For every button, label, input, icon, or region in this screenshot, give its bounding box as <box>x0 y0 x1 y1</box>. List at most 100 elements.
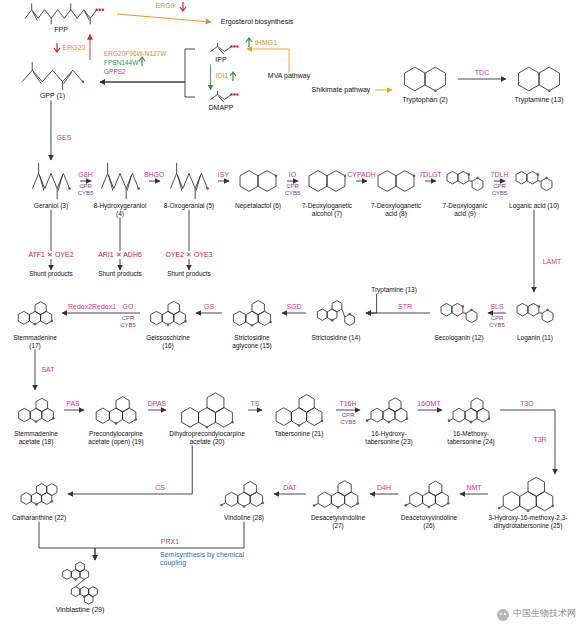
structure-drawing <box>214 474 274 514</box>
ring <box>76 562 85 572</box>
drawn-line <box>57 189 58 200</box>
reaction-arrow <box>50 100 51 160</box>
atom-dot <box>434 90 437 93</box>
reaction-arrow <box>287 181 298 182</box>
reaction-arrow <box>64 410 84 411</box>
annotation-label: CYB5 <box>489 322 505 329</box>
ring <box>528 477 545 496</box>
atom-dot <box>230 45 233 48</box>
drawn-line <box>64 72 72 84</box>
structure-drawing <box>506 292 564 334</box>
pathway-node: Shunt products <box>25 270 77 278</box>
ring <box>429 481 442 496</box>
compound-name: Shikimate pathway <box>307 86 375 94</box>
atom-dot <box>321 420 324 423</box>
reaction-arrow <box>51 210 52 270</box>
pathway-node: Shikimate pathway <box>307 86 375 94</box>
ring <box>327 171 345 192</box>
drawn-line <box>40 175 44 190</box>
annotation-label: FPSN144W <box>104 59 138 66</box>
structure-drawing <box>505 160 563 202</box>
ring <box>252 300 264 314</box>
drawn-line <box>22 70 83 82</box>
structure-bonds <box>441 303 477 322</box>
atom-dot <box>230 93 233 96</box>
structure-bonds <box>151 301 186 324</box>
atom-dot <box>406 417 409 420</box>
compound-name: Tryptamine (13) <box>506 96 572 104</box>
compound: Geraniol (3) <box>22 160 80 210</box>
drawn-line <box>85 12 90 21</box>
structure-bonds <box>447 171 483 190</box>
structure-bonds <box>96 397 136 424</box>
atom-dot <box>413 175 416 178</box>
ring <box>338 481 351 496</box>
up-arrow <box>246 38 252 47</box>
atom-dot <box>243 505 246 508</box>
compound-name: Ergosterol biosynthesis <box>211 18 303 26</box>
atom-dot <box>74 578 77 581</box>
reaction-arrow <box>500 410 555 474</box>
compound: Catharanthine (22) <box>10 474 68 522</box>
drawn-line <box>33 72 41 84</box>
structure-drawing <box>5 2 117 26</box>
compound-name: Deacetoxyvindoline (26) <box>398 514 460 530</box>
atom-dot <box>537 173 540 176</box>
atom-dot <box>313 504 316 507</box>
compound: Stemmadenine (17) <box>8 292 62 350</box>
annotation-label: CPR <box>491 315 504 322</box>
compound: 7-Deoxyloganic acid (9) <box>436 160 494 218</box>
ring <box>466 310 477 323</box>
structure-drawing <box>8 292 62 334</box>
reaction-arrow <box>218 181 229 182</box>
ring <box>452 303 463 316</box>
compound-name: Stemmadenine (17) <box>8 334 62 350</box>
compound: 16-Hydroxy-tabersonine (23) <box>360 390 418 446</box>
structure-drawing <box>160 160 218 202</box>
icon-dot <box>500 613 502 615</box>
structure-drawing <box>488 474 568 514</box>
drawn-line <box>219 48 224 53</box>
compound-name: Geraniol (3) <box>22 202 80 210</box>
drawn-line <box>32 62 33 70</box>
atom-dot <box>366 419 369 422</box>
compound-name: Strictosidine aglycone (15) <box>222 334 282 350</box>
structure-drawing <box>140 292 196 334</box>
compound: Nepetalactol (6) <box>229 160 287 210</box>
atom-dot <box>184 320 187 323</box>
ring <box>471 398 483 412</box>
structure-bonds <box>211 91 232 102</box>
drawn-line <box>539 312 542 313</box>
drawn-line <box>195 189 196 200</box>
reaction-arrow <box>210 64 211 90</box>
icon-dot <box>504 613 506 615</box>
ring <box>536 492 553 511</box>
regulation-arrows <box>54 2 252 81</box>
atom-dot <box>344 175 347 178</box>
reaction-arrow <box>248 410 262 411</box>
structure-drawing <box>367 160 425 202</box>
reaction-arrow <box>62 313 140 314</box>
drawn-line <box>217 91 218 95</box>
structure-bonds <box>449 398 489 422</box>
down-arrow <box>180 2 186 11</box>
compound-name: Vinblastine (29) <box>10 606 150 614</box>
reaction-arrow <box>282 313 306 314</box>
atom-dot <box>388 421 391 424</box>
atom-dot <box>233 45 236 48</box>
compound: Vindoline (28) <box>214 474 274 522</box>
enzyme-label: SLS <box>490 303 503 311</box>
ring <box>318 492 331 507</box>
ring <box>151 311 163 324</box>
ring <box>233 311 245 325</box>
drawn-line <box>62 82 63 90</box>
compound-name: Vindoline (28) <box>214 514 274 522</box>
ring <box>276 408 291 426</box>
compound: 7-Deoxyloganetic alcohol (7) <box>298 160 356 218</box>
pathway-node: Ergosterol biosynthesis <box>211 18 303 26</box>
atom-dot <box>137 187 140 190</box>
atom-dot <box>34 323 37 326</box>
atom-dot <box>552 505 555 508</box>
